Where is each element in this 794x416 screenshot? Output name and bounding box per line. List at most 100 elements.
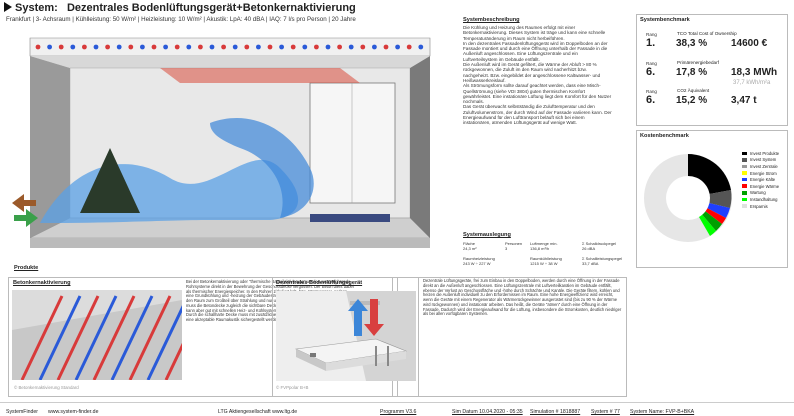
pipe-dot bbox=[290, 44, 296, 50]
pipe-dot bbox=[418, 44, 424, 50]
pipe-dot bbox=[116, 44, 122, 50]
description-paragraph: In den dezentrales Fassadenlüftungsgerät… bbox=[463, 40, 608, 62]
bka-pipe bbox=[128, 295, 172, 380]
legend-swatch bbox=[742, 171, 747, 175]
auslegung-kuehlleistung: Raumkühlleistung 1215 W ÷ 38 W bbox=[530, 256, 562, 267]
legend-item: Invest System bbox=[742, 157, 779, 164]
system-prefix: System: bbox=[15, 2, 58, 14]
legend-item: Energie Strom bbox=[742, 170, 779, 177]
pipe-dot bbox=[35, 44, 41, 50]
bka-pipe bbox=[146, 305, 182, 380]
product-title: Dezentrales Bodenlüftungsgerät bbox=[276, 280, 363, 286]
systembenchmark-title: Systembenchmark bbox=[640, 17, 690, 23]
pipe-dot bbox=[151, 44, 157, 50]
value: 136,8 m³/h bbox=[530, 245, 550, 251]
pipe-dot bbox=[47, 44, 52, 50]
legend-label: Energie Kälte bbox=[750, 177, 776, 183]
product-title: Betonkernaktivierung bbox=[13, 280, 71, 286]
footer-url[interactable]: www.system-finder.de bbox=[48, 409, 99, 415]
legend-swatch bbox=[742, 177, 747, 182]
pipe-dot bbox=[174, 44, 180, 50]
pipe-dot bbox=[93, 44, 99, 50]
benchmark-row-tco: Rang 1. bbox=[646, 32, 657, 49]
benchmark-percent: 38,3 % bbox=[676, 38, 708, 49]
systemauslegung-title: Systemauslegung bbox=[463, 232, 511, 238]
legend-item: Invest Zentrale bbox=[742, 163, 779, 170]
legend-item: Invest Produkte bbox=[742, 150, 779, 157]
bka-pipe bbox=[92, 295, 136, 380]
pipe-dot bbox=[325, 44, 331, 50]
bodenlueftung-illustration bbox=[276, 291, 416, 381]
auslegung-schallleistung: Σ Schallleistungspegel 33,7 dBA bbox=[582, 256, 622, 267]
product-description: Dezentrale Lüftungsgeräte, frei zum Einb… bbox=[423, 278, 622, 317]
pipe-dot bbox=[406, 44, 412, 50]
footer-company[interactable]: LTG Aktiengesellschaft www.ltg.de bbox=[218, 409, 298, 415]
supply-arrow-icon bbox=[14, 209, 38, 227]
ceiling-pipes bbox=[35, 44, 424, 50]
value: 1215 W ÷ 38 W bbox=[530, 260, 558, 266]
pipe-dot bbox=[128, 44, 134, 50]
benchmark-name: TCO Total Cost of Ownership bbox=[677, 31, 737, 36]
legend-label: Invest Zentrale bbox=[750, 163, 778, 169]
description-paragraph: Die Außenluft wird im Gerät gefiltert, d… bbox=[463, 62, 601, 83]
label: Σ Schalldruckpegel bbox=[582, 241, 617, 246]
pipe-dot bbox=[337, 44, 342, 50]
systembenchmark-panel bbox=[636, 14, 788, 126]
auslegung-heizleistung: Raumheizleistung 243 W ÷ 227 W bbox=[463, 256, 495, 267]
rank-value: 6. bbox=[646, 94, 656, 106]
legend-item: Energie Kälte bbox=[742, 176, 779, 183]
pipe-dot bbox=[314, 44, 319, 50]
product-image-frame bbox=[272, 277, 419, 397]
value: 33,7 dBA bbox=[582, 260, 599, 266]
footer-version: Programm V3.6 bbox=[380, 409, 417, 415]
rank-value: 1. bbox=[646, 37, 656, 49]
pipe-dot bbox=[383, 44, 389, 50]
bka-pipe bbox=[164, 342, 182, 380]
cost-legend: Invest Produkte Invest System Invest Zen… bbox=[742, 150, 779, 209]
cost-pie-chart bbox=[644, 154, 732, 242]
benchmark-percent: 17,8 % bbox=[676, 67, 708, 78]
rank-label: Rang bbox=[646, 61, 657, 66]
pipe-dot bbox=[360, 44, 366, 50]
legend-swatch bbox=[742, 151, 747, 156]
legend-label: Instandhaltung bbox=[750, 196, 778, 202]
pipe-dot bbox=[267, 44, 273, 50]
footer-brand: SystemFinder bbox=[6, 409, 38, 415]
pipe-dot bbox=[186, 44, 192, 50]
pipe-dot bbox=[221, 44, 227, 50]
bka-illustration bbox=[12, 290, 182, 380]
legend-item: Energie Wärme bbox=[742, 183, 779, 190]
room-illustration bbox=[12, 37, 431, 248]
product-caption: © FVPpolar B+B bbox=[276, 385, 309, 390]
benchmark-value: 18,3 MWh bbox=[731, 67, 778, 78]
product-description: Bei der Betonkernaktivierung oder "therm… bbox=[186, 279, 354, 322]
pipe-dot bbox=[198, 44, 203, 50]
benchmark-percent: 15,2 % bbox=[676, 95, 708, 106]
footer-system-name: System Name: FVP-B+BKA bbox=[630, 409, 695, 415]
bka-pipe bbox=[74, 295, 118, 380]
legend-swatch bbox=[742, 184, 747, 189]
produkte-title: Produkte bbox=[14, 265, 39, 271]
value: 3 bbox=[505, 245, 508, 251]
kostenbenchmark-panel bbox=[636, 130, 788, 268]
pipe-dot bbox=[140, 44, 145, 50]
footer-simulation: Simulation # 1818887 bbox=[530, 409, 581, 415]
description-paragraph: Die Kühlung und Heizung des Raumes erfol… bbox=[463, 25, 606, 41]
systembeschreibung-title: Systembeschreibung bbox=[463, 17, 520, 23]
legend-swatch bbox=[742, 164, 747, 169]
description-paragraph: Das Gerät überwacht selbstständig die Zu… bbox=[463, 104, 612, 126]
benchmark-value: 14600 € bbox=[731, 38, 768, 49]
benchmark-name: CO2 Äquivalent bbox=[677, 88, 710, 93]
pipe-dot bbox=[279, 44, 284, 50]
pipe-dot bbox=[348, 44, 354, 50]
legend-item: Instandhaltung bbox=[742, 196, 779, 203]
bka-pipe bbox=[20, 295, 64, 380]
legend-swatch bbox=[742, 204, 747, 208]
systembeschreibung-text: Die Kühlung und Heizung des Raumes erfol… bbox=[463, 25, 613, 126]
label: Personen bbox=[505, 241, 523, 246]
value: 243 W ÷ 227 W bbox=[463, 260, 491, 266]
rank-label: Rang bbox=[646, 32, 657, 37]
pipe-dot bbox=[395, 44, 400, 50]
description-paragraph: Als Strömungsform sollte darauf geachtet… bbox=[463, 83, 612, 105]
auslegung-luftmenge: Luftmenge min. 136,8 m³/h bbox=[530, 241, 558, 252]
